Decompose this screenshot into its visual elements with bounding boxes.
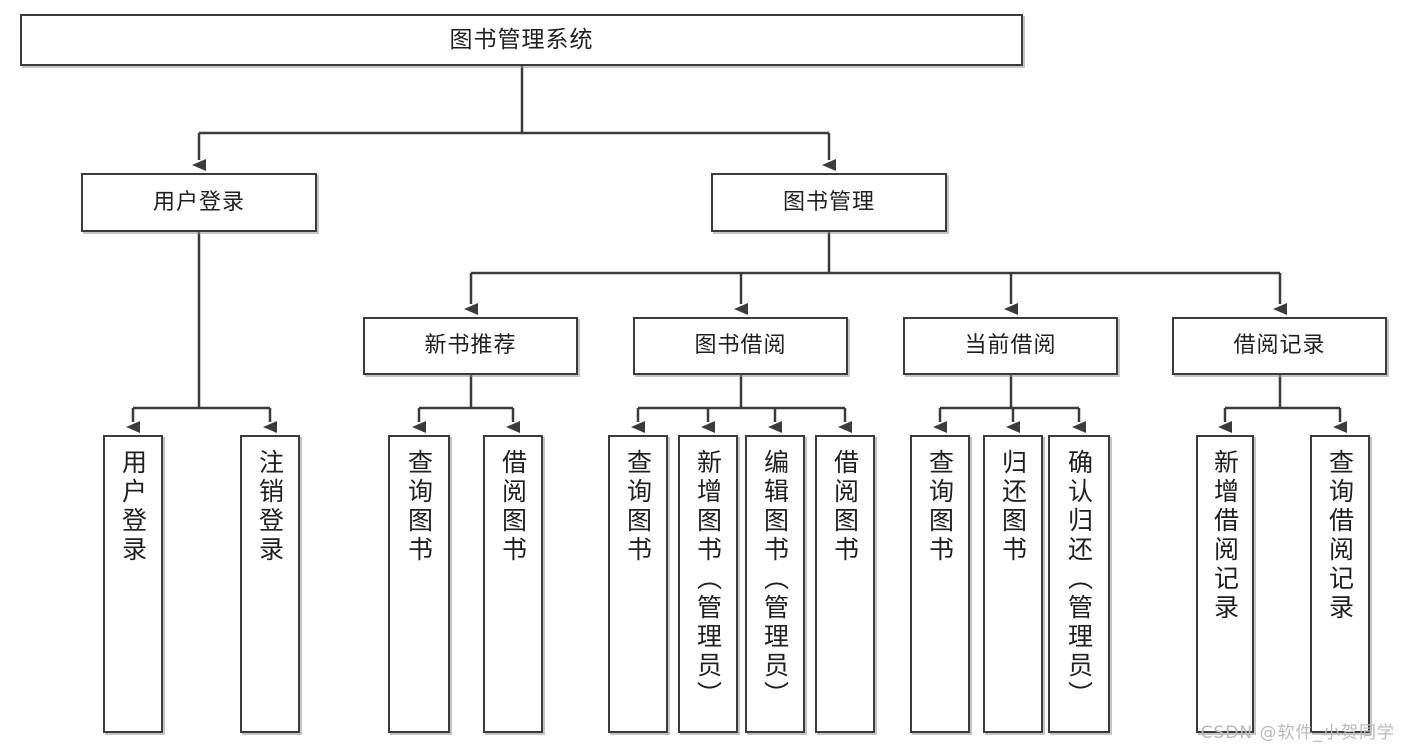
node-label: 用户登录 bbox=[118, 449, 148, 565]
edge-paths bbox=[126, 66, 1347, 433]
node-leaf-add-book[interactable]: 新增图书（管理员） bbox=[678, 435, 738, 733]
node-label: 借阅图书 bbox=[830, 449, 860, 565]
node-leaf-query-record[interactable]: 查询借阅记录 bbox=[1310, 435, 1370, 733]
node-label: 新增借阅记录 bbox=[1210, 449, 1240, 623]
node-records[interactable]: 借阅记录 bbox=[1172, 317, 1387, 375]
node-label: 借阅记录 bbox=[1233, 333, 1326, 359]
node-newbook[interactable]: 新书推荐 bbox=[363, 317, 578, 375]
node-leaf-add-record[interactable]: 新增借阅记录 bbox=[1196, 435, 1254, 733]
node-label: 图书管理 bbox=[782, 189, 875, 215]
node-login[interactable]: 用户登录 bbox=[81, 173, 317, 232]
node-label: 用户登录 bbox=[152, 189, 245, 215]
node-leaf-borrow-b[interactable]: 借阅图书 bbox=[815, 435, 875, 733]
node-label: 编辑图书（管理员） bbox=[760, 449, 790, 710]
node-label: 图书借阅 bbox=[694, 333, 787, 359]
node-leaf-borrow-new[interactable]: 借阅图书 bbox=[483, 435, 543, 733]
node-bookmgmt[interactable]: 图书管理 bbox=[711, 173, 947, 232]
node-label: 图书管理系统 bbox=[449, 26, 594, 53]
node-label: 归还图书 bbox=[998, 449, 1028, 565]
node-label: 注销登录 bbox=[255, 449, 285, 565]
node-leaf-logout[interactable]: 注销登录 bbox=[240, 435, 300, 733]
node-leaf-edit-book[interactable]: 编辑图书（管理员） bbox=[745, 435, 805, 733]
node-label: 借阅图书 bbox=[498, 449, 528, 565]
node-label: 确认归还（管理员） bbox=[1064, 449, 1094, 710]
node-label: 查询图书 bbox=[925, 449, 955, 565]
watermark-label: CSDN @软件_小贺同学 bbox=[1200, 723, 1395, 743]
node-label: 查询图书 bbox=[623, 449, 653, 565]
node-current[interactable]: 当前借阅 bbox=[903, 317, 1118, 375]
node-leaf-login[interactable]: 用户登录 bbox=[103, 435, 163, 733]
node-leaf-confirm[interactable]: 确认归还（管理员） bbox=[1048, 435, 1110, 733]
node-label: 查询借阅记录 bbox=[1325, 449, 1355, 623]
node-label: 新增图书（管理员） bbox=[693, 449, 723, 710]
node-label: 新书推荐 bbox=[424, 333, 517, 359]
node-label: 当前借阅 bbox=[964, 333, 1057, 359]
node-leaf-query-new[interactable]: 查询图书 bbox=[388, 435, 450, 733]
node-leaf-query-b[interactable]: 查询图书 bbox=[608, 435, 668, 733]
node-root[interactable]: 图书管理系统 bbox=[20, 14, 1023, 66]
node-leaf-return[interactable]: 归还图书 bbox=[983, 435, 1043, 733]
node-borrow[interactable]: 图书借阅 bbox=[633, 317, 848, 375]
node-leaf-query-c[interactable]: 查询图书 bbox=[910, 435, 970, 733]
node-label: 查询图书 bbox=[404, 449, 434, 565]
